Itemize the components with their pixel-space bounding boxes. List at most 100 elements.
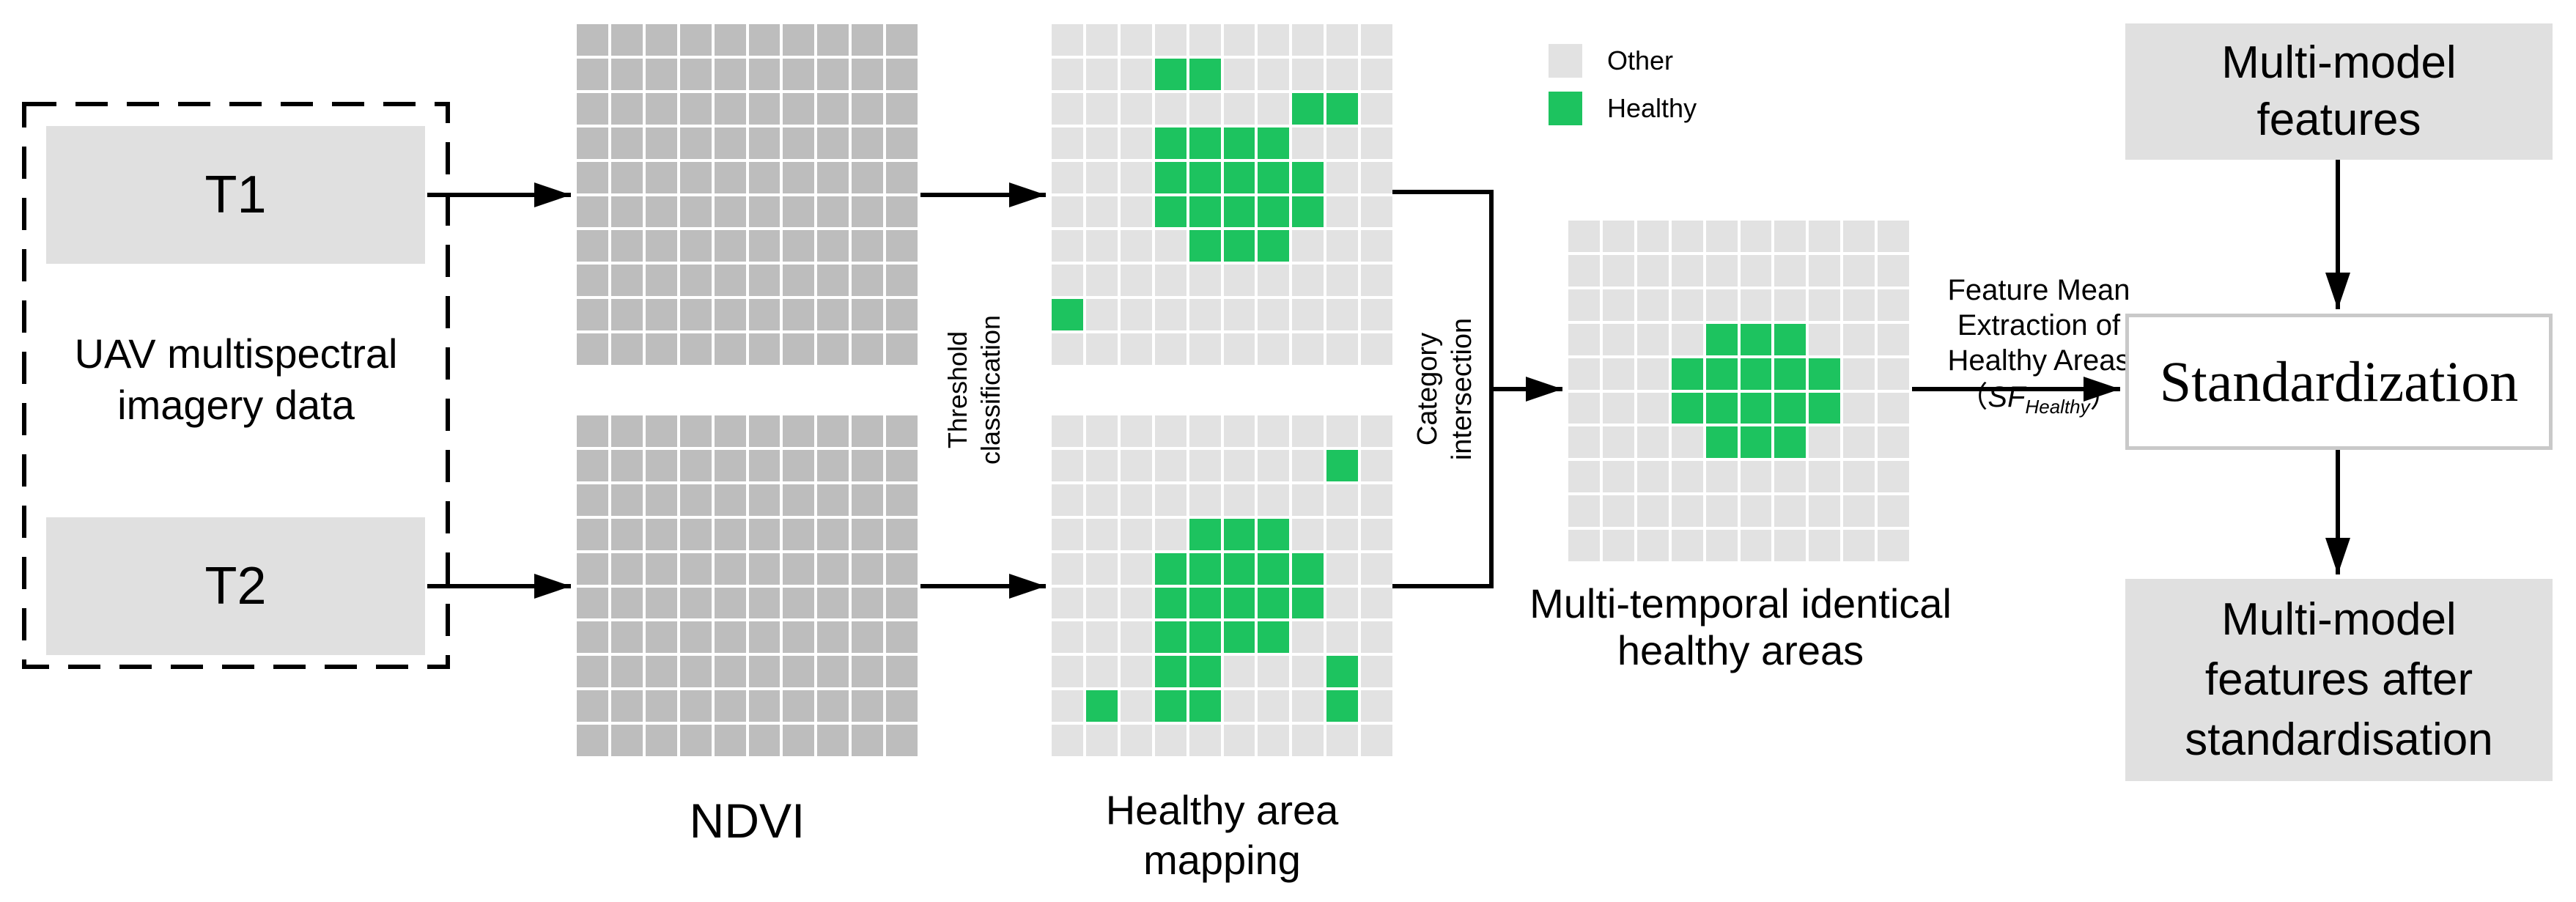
intersection-cell	[1843, 461, 1875, 493]
intersection-cell	[1878, 426, 1909, 459]
ndvi_t2-cell	[852, 415, 884, 447]
intersection-cell	[1843, 323, 1875, 355]
healthy_t1-cell	[1154, 196, 1186, 228]
intersection-cell	[1705, 530, 1738, 561]
healthy_t2-cell	[1258, 552, 1290, 585]
multi-temporal-caption: Multi-temporal identical healthy areas	[1529, 580, 1952, 673]
healthy_t2-cell	[1085, 587, 1118, 619]
ndvi_t1-cell	[714, 58, 746, 90]
ndvi_t2-cell	[610, 449, 643, 481]
ndvi_t2-cell	[645, 656, 677, 688]
ndvi_t1-cell	[679, 196, 712, 228]
healthy_t2-cell	[1223, 656, 1255, 688]
healthy_t1-cell	[1189, 333, 1221, 365]
healthy_t1-cell	[1292, 24, 1324, 56]
intersection-cell	[1774, 358, 1806, 390]
ndvi_t1-cell	[783, 24, 815, 56]
ndvi_t2-cell	[714, 552, 746, 585]
formula-open-paren: （	[1958, 381, 1988, 413]
healthy_t2-cell	[1120, 656, 1152, 688]
ndvi_t2-cell	[577, 484, 608, 516]
intersection-cell	[1636, 495, 1669, 528]
healthy_t2-cell	[1361, 518, 1392, 550]
healthy_t2-cell	[1189, 621, 1221, 654]
intersection-cell	[1774, 289, 1806, 321]
ndvi_t2-cell	[610, 484, 643, 516]
intersection-cell	[1568, 426, 1600, 459]
ndvi_t2-cell	[679, 656, 712, 688]
t2-box: T2	[46, 517, 425, 655]
ndvi_t2-cell	[679, 415, 712, 447]
ndvi_t2-cell	[748, 690, 780, 722]
ndvi_t2-cell	[852, 587, 884, 619]
ndvi_t1-cell	[852, 161, 884, 193]
ndvi_t2-cell	[852, 484, 884, 516]
healthy_t1-cell	[1085, 127, 1118, 159]
ndvi_t2-cell	[679, 552, 712, 585]
ndvi_t1-cell	[577, 299, 608, 331]
healthy_t2-cell	[1223, 449, 1255, 481]
intersection-cell	[1843, 530, 1875, 561]
healthy-map-grid-t2	[1052, 415, 1392, 756]
legend-swatch-healthy	[1549, 92, 1582, 125]
intersection-cell	[1568, 461, 1600, 493]
intersection-cell	[1568, 323, 1600, 355]
ndvi_t1-cell	[610, 196, 643, 228]
ndvi_t1-cell	[714, 265, 746, 297]
ndvi_t2-cell	[610, 690, 643, 722]
ndvi_t2-cell	[817, 621, 849, 654]
healthy_t1-cell	[1154, 58, 1186, 90]
healthy_t2-cell	[1120, 518, 1152, 550]
ndvi_t1-cell	[679, 24, 712, 56]
ndvi_t2-cell	[817, 587, 849, 619]
healthy_t1-cell	[1120, 299, 1152, 331]
intersection-cell	[1843, 289, 1875, 321]
healthy_t2-cell	[1258, 621, 1290, 654]
ndvi_t1-cell	[886, 92, 918, 125]
intersection-cell	[1568, 392, 1600, 424]
intersection-cell	[1602, 289, 1634, 321]
healthy_t2-cell	[1361, 484, 1392, 516]
multi-model-features-box: Multi-model features	[2125, 23, 2553, 160]
healthy_t2-cell	[1154, 552, 1186, 585]
healthy_t1-cell	[1292, 265, 1324, 297]
intersection-cell	[1705, 426, 1738, 459]
healthy_t1-cell	[1223, 127, 1255, 159]
healthy_t2-cell	[1258, 484, 1290, 516]
ndvi_t1-cell	[610, 127, 643, 159]
ndvi_t2-cell	[645, 415, 677, 447]
intersection-cell	[1602, 221, 1634, 252]
healthy_t1-cell	[1052, 333, 1083, 365]
ndvi_t1-cell	[817, 24, 849, 56]
ndvi_t2-cell	[645, 518, 677, 550]
ndvi_t1-cell	[886, 58, 918, 90]
healthy_t1-cell	[1154, 299, 1186, 331]
ndvi_t2-cell	[645, 449, 677, 481]
ndvi_t2-cell	[679, 587, 712, 619]
intersection-cell	[1636, 530, 1669, 561]
ndvi_t2-cell	[679, 518, 712, 550]
healthy_t1-cell	[1154, 92, 1186, 125]
healthy_t1-cell	[1154, 24, 1186, 56]
healthy_t2-cell	[1189, 415, 1221, 447]
intersection-cell	[1671, 530, 1703, 561]
intersection-cell	[1705, 289, 1738, 321]
healthy_t2-cell	[1223, 552, 1255, 585]
ndvi_t2-cell	[714, 484, 746, 516]
ndvi_t1-cell	[817, 230, 849, 262]
healthy_t1-cell	[1292, 161, 1324, 193]
ndvi_t1-cell	[783, 333, 815, 365]
healthy_t1-cell	[1361, 230, 1392, 262]
ndvi_t1-cell	[852, 58, 884, 90]
ndvi_t2-cell	[645, 621, 677, 654]
healthy_t2-cell	[1085, 656, 1118, 688]
ndvi_t2-cell	[748, 725, 780, 756]
ndvi_t1-cell	[748, 265, 780, 297]
healthy_t1-cell	[1120, 24, 1152, 56]
healthy_t1-cell	[1292, 333, 1324, 365]
intersection-cell	[1602, 254, 1634, 287]
ndvi_t2-cell	[817, 725, 849, 756]
ndvi_t2-cell	[852, 656, 884, 688]
intersection-cell	[1636, 221, 1669, 252]
healthy_t1-cell	[1223, 230, 1255, 262]
